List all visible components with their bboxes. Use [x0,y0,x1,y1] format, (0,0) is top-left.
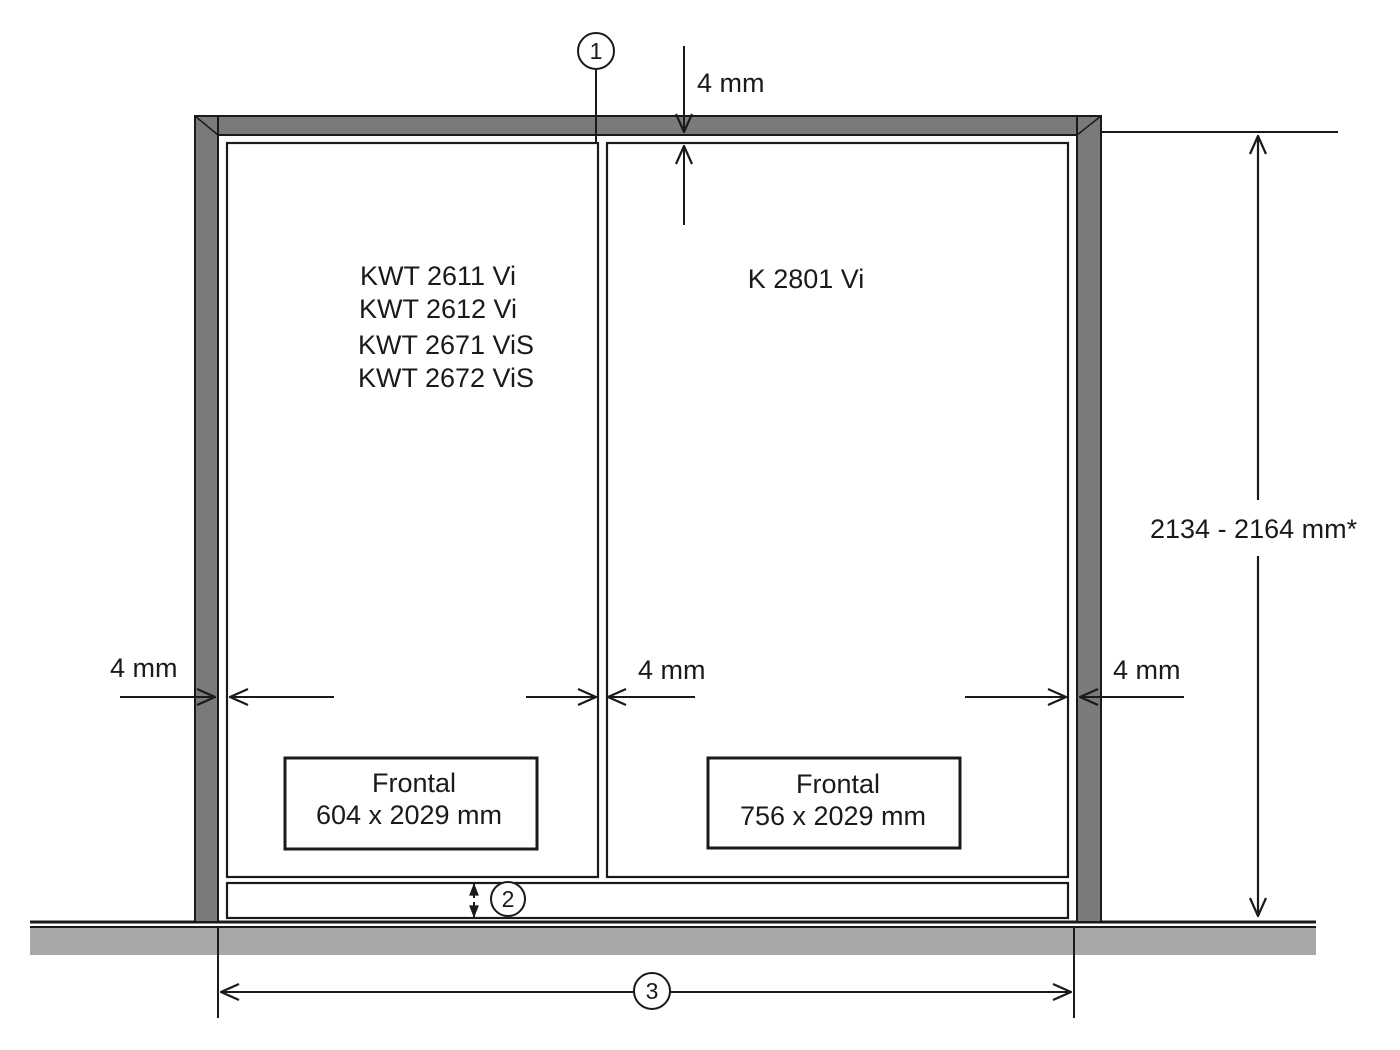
right-front-size: 756 x 2029 mm [740,801,926,831]
plinth [225,881,1070,920]
middle-gap-label: 4 mm [638,655,706,685]
middle-gap-dimension: 4 mm [526,655,706,697]
height-dimension: 2134 - 2164 mm* [1101,131,1358,916]
left-gap-dimension: 4 mm [110,653,334,697]
right-front-title: Frontal [796,769,880,799]
right-gap-label: 4 mm [1113,655,1181,685]
niche-frame [194,115,1102,923]
right-front-panel-box: Frontal 756 x 2029 mm [706,756,962,850]
left-front-title: Frontal [372,768,456,798]
top-gap-label: 4 mm [697,68,765,98]
callout-1-number: 1 [590,38,603,64]
height-label: 2134 - 2164 mm* [1150,514,1358,544]
left-front-panel-box: Frontal 604 x 2029 mm [283,756,539,851]
callout-3-width-dimension: 3 [217,927,1075,1018]
left-front-size: 604 x 2029 mm [316,800,502,830]
callout-2-number: 2 [502,886,515,912]
floor [30,920,1316,955]
callout-1: 1 [577,32,615,143]
left-model-4: KWT 2672 ViS [358,363,534,393]
left-model-3: KWT 2671 ViS [358,330,534,360]
left-model-list: KWT 2611 Vi KWT 2612 Vi KWT 2671 ViS KWT… [358,261,534,393]
left-model-1: KWT 2611 Vi [360,261,516,291]
top-gap-dimension: 4 mm [684,46,765,225]
right-appliance-door [605,141,1070,879]
left-gap-label: 4 mm [110,653,178,683]
callout-3-number: 3 [646,978,659,1004]
left-model-2: KWT 2612 Vi [359,294,517,324]
right-gap-dimension: 4 mm [965,655,1184,697]
right-model: K 2801 Vi [748,264,865,294]
callout-2: 2 [469,881,526,918]
left-appliance-door [225,141,600,879]
